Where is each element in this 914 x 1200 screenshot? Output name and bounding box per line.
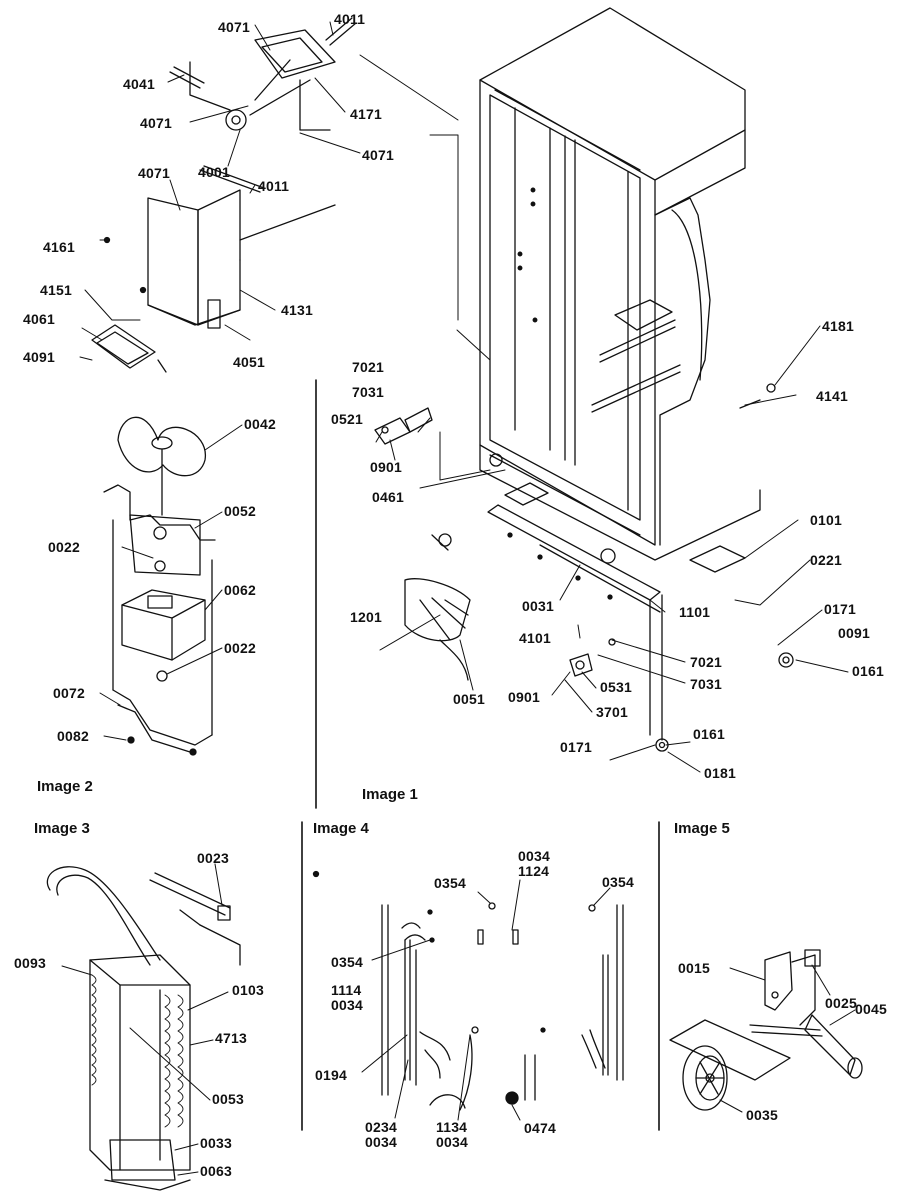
fan-motor-assembly <box>99 416 243 756</box>
part-label: 0045 <box>855 1001 887 1017</box>
part-label: 0461 <box>372 489 404 505</box>
part-label: 0161 <box>693 726 725 742</box>
part-label: 0072 <box>53 685 85 701</box>
part-label: 4071 <box>138 165 170 181</box>
part-label: 4151 <box>40 282 72 298</box>
part-label: 4141 <box>816 388 848 404</box>
part-label: 4101 <box>519 630 551 646</box>
part-label: 4001 <box>198 164 230 180</box>
part-label: 0354 <box>331 954 363 970</box>
evaporator-cover-assembly <box>79 17 361 373</box>
part-label: 4011 <box>334 11 366 27</box>
part-label: 0521 <box>331 411 363 427</box>
part-label: 7031 <box>352 384 384 400</box>
part-label: 0063 <box>200 1163 232 1179</box>
part-label: 0901 <box>370 459 402 475</box>
part-label: 0042 <box>244 416 276 432</box>
part-label: 0022 <box>224 640 256 656</box>
part-label: 4161 <box>43 239 75 255</box>
door-components <box>312 870 624 1121</box>
part-label: 4051 <box>233 354 265 370</box>
evaporator-assembly <box>46 863 241 1191</box>
part-label: 0171 <box>824 601 856 617</box>
image-4-title: Image 4 <box>313 820 369 837</box>
part-label: 1101 <box>679 604 711 620</box>
part-label: 0171 <box>560 739 592 755</box>
part-label: 0023 <box>197 850 229 866</box>
image-3-title: Image 3 <box>34 820 90 837</box>
part-label: 0022 <box>48 539 80 555</box>
part-label: 0093 <box>14 955 46 971</box>
part-label: 0474 <box>524 1120 556 1136</box>
part-label: 0034 <box>436 1134 468 1150</box>
part-label: 0221 <box>810 552 842 568</box>
part-label: 1114 <box>331 982 362 998</box>
part-label: 1134 <box>436 1119 468 1135</box>
part-label: 7021 <box>352 359 384 375</box>
part-label: 0161 <box>852 663 884 679</box>
part-label: 0082 <box>57 728 89 744</box>
part-label: 0035 <box>746 1107 778 1123</box>
part-label: 4131 <box>281 302 313 318</box>
part-label: 0181 <box>704 765 736 781</box>
part-label: 1201 <box>350 609 382 625</box>
part-label: 1124 <box>518 863 550 879</box>
part-label: 0031 <box>522 598 554 614</box>
cabinet-assembly <box>359 7 849 773</box>
part-label: 0091 <box>838 625 870 641</box>
part-label: 0052 <box>224 503 256 519</box>
part-label: 0901 <box>508 689 540 705</box>
part-label: 4041 <box>123 76 155 92</box>
part-label: 4011 <box>258 178 290 194</box>
part-label: 4071 <box>218 19 250 35</box>
part-label: 0051 <box>453 691 485 707</box>
part-label: 0033 <box>200 1135 232 1151</box>
part-label: 4171 <box>350 106 382 122</box>
part-label: 4091 <box>23 349 55 365</box>
part-label: 0015 <box>678 960 710 976</box>
part-label: 0354 <box>434 875 466 891</box>
part-label: 0101 <box>810 512 842 528</box>
part-label: 0062 <box>224 582 256 598</box>
part-label: 3701 <box>596 704 628 720</box>
image-5-title: Image 5 <box>674 820 730 837</box>
panel-dividers <box>301 379 660 1131</box>
damper-assembly <box>669 949 863 1113</box>
part-label: 7021 <box>690 654 722 670</box>
part-label: 4061 <box>23 311 55 327</box>
part-label: 0053 <box>212 1091 244 1107</box>
image-2-title: Image 2 <box>37 778 93 795</box>
part-label: 0025 <box>825 995 857 1011</box>
part-label: 4181 <box>822 318 854 334</box>
part-label: 0354 <box>602 874 634 890</box>
part-label: 7031 <box>690 676 722 692</box>
part-label: 0531 <box>600 679 632 695</box>
part-label: 0034 <box>331 997 363 1013</box>
part-label: 0103 <box>232 982 264 998</box>
part-label: 0194 <box>315 1067 347 1083</box>
image-1-title: Image 1 <box>362 786 418 803</box>
part-label: 4071 <box>362 147 394 163</box>
part-label: 0034 <box>365 1134 397 1150</box>
part-label: 4071 <box>140 115 172 131</box>
part-label: 0034 <box>518 848 550 864</box>
part-label: 0234 <box>365 1119 397 1135</box>
part-label: 4713 <box>215 1030 247 1046</box>
